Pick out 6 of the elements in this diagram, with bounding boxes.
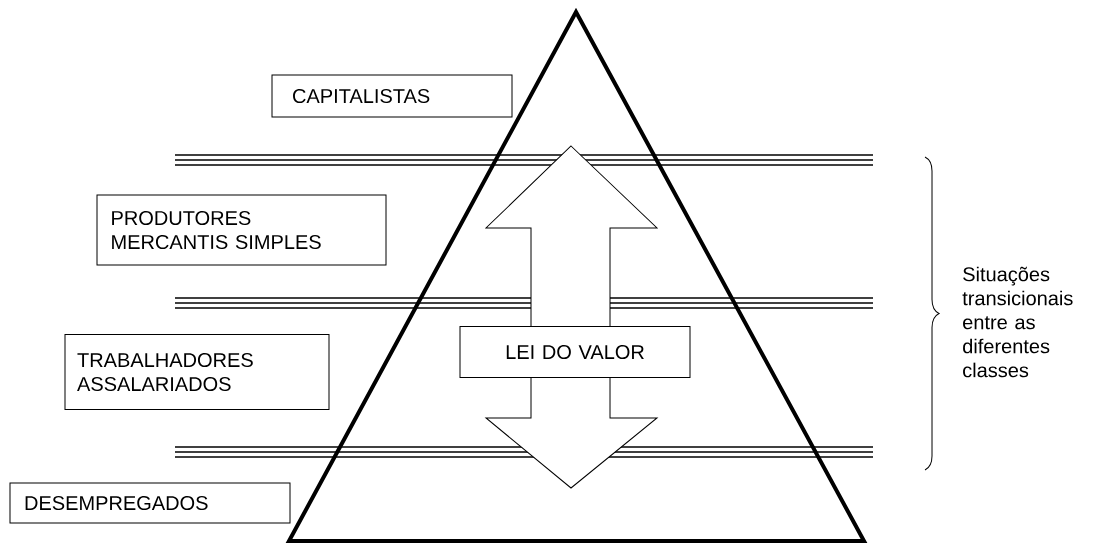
law-of-value-box: LEI DO VALOR <box>459 326 691 378</box>
class-box: CAPITALISTAS <box>271 74 513 118</box>
class-box: DESEMPREGADOS <box>9 482 291 524</box>
class-box: TRABALHADORES ASSALARIADOS <box>64 334 330 410</box>
class-box: PRODUTORES MERCANTIS SIMPLES <box>96 194 387 266</box>
side-note: Situações transicionais entre as diferentes classes <box>962 266 1073 378</box>
